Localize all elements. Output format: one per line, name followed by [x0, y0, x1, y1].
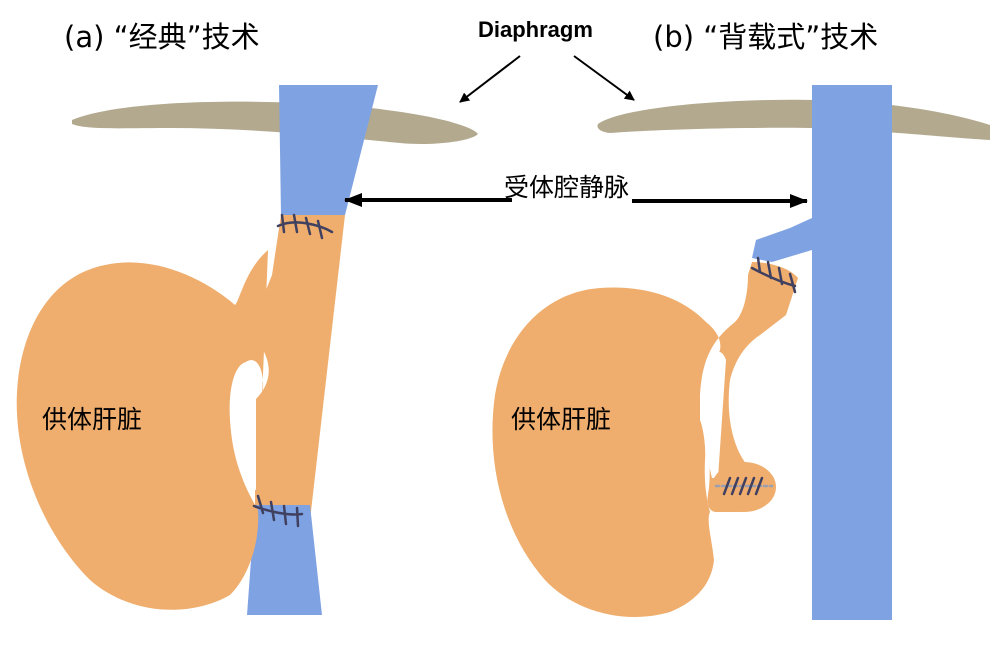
- ivc-label: 受体腔静脉: [504, 168, 629, 204]
- diaphragm-label: Diaphragm: [478, 17, 593, 43]
- donor-ivc-left: [255, 215, 345, 520]
- recipient-ivc-right: [812, 85, 892, 620]
- liver-label-left: 供体肝脏: [42, 400, 142, 436]
- panel-a-title: (a) “经典”技术: [64, 14, 260, 56]
- donor-liver-right: [492, 262, 798, 617]
- diaphragm-arrow-right: [574, 56, 634, 100]
- diaphragm-right: [598, 100, 991, 140]
- recipient-ivc-upper-left: [279, 85, 378, 215]
- panel-b-title: (b) “背载式”技术: [653, 14, 878, 56]
- ivc-cuff-right: [752, 218, 812, 262]
- liver-label-right: 供体肝脏: [511, 400, 611, 436]
- diaphragm-arrow-left: [460, 56, 520, 102]
- diaphragm-left: [72, 102, 478, 144]
